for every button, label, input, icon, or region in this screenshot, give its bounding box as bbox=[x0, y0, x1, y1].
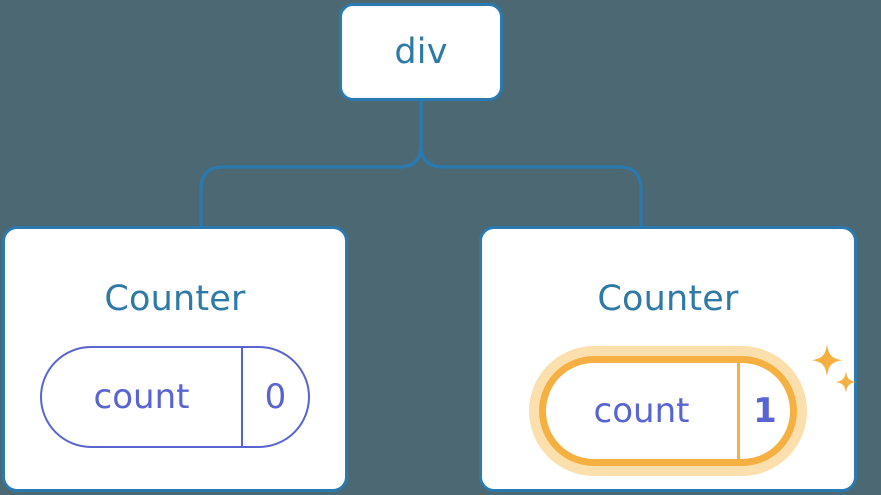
state-value-left: 0 bbox=[264, 377, 287, 417]
state-key-right: count bbox=[593, 391, 690, 431]
node-counter-right[interactable]: Counter count 1 bbox=[479, 226, 857, 492]
sparkle-small-icon bbox=[835, 371, 857, 393]
state-pill-left[interactable]: count 0 bbox=[40, 346, 310, 448]
state-pill-divider-right bbox=[737, 363, 740, 459]
node-counter-left-title: Counter bbox=[104, 279, 246, 319]
node-counter-right-title: Counter bbox=[597, 279, 739, 319]
sparkle-group bbox=[812, 344, 857, 393]
node-root-div[interactable]: div bbox=[339, 3, 503, 101]
state-key-left: count bbox=[93, 377, 190, 417]
state-value-right: 1 bbox=[753, 391, 777, 431]
node-counter-left[interactable]: Counter count 0 bbox=[2, 226, 348, 492]
state-pill-right[interactable]: count 1 bbox=[539, 356, 797, 466]
sparkle-large-icon bbox=[812, 344, 842, 377]
state-pill-wrapper-right: count 1 bbox=[529, 344, 857, 476]
state-pill-highlight-glow-right: count 1 bbox=[529, 346, 807, 476]
node-root-label: div bbox=[394, 31, 448, 72]
state-pill-divider-left bbox=[241, 348, 243, 446]
state-pill-wrapper-left: count 0 bbox=[40, 346, 310, 448]
